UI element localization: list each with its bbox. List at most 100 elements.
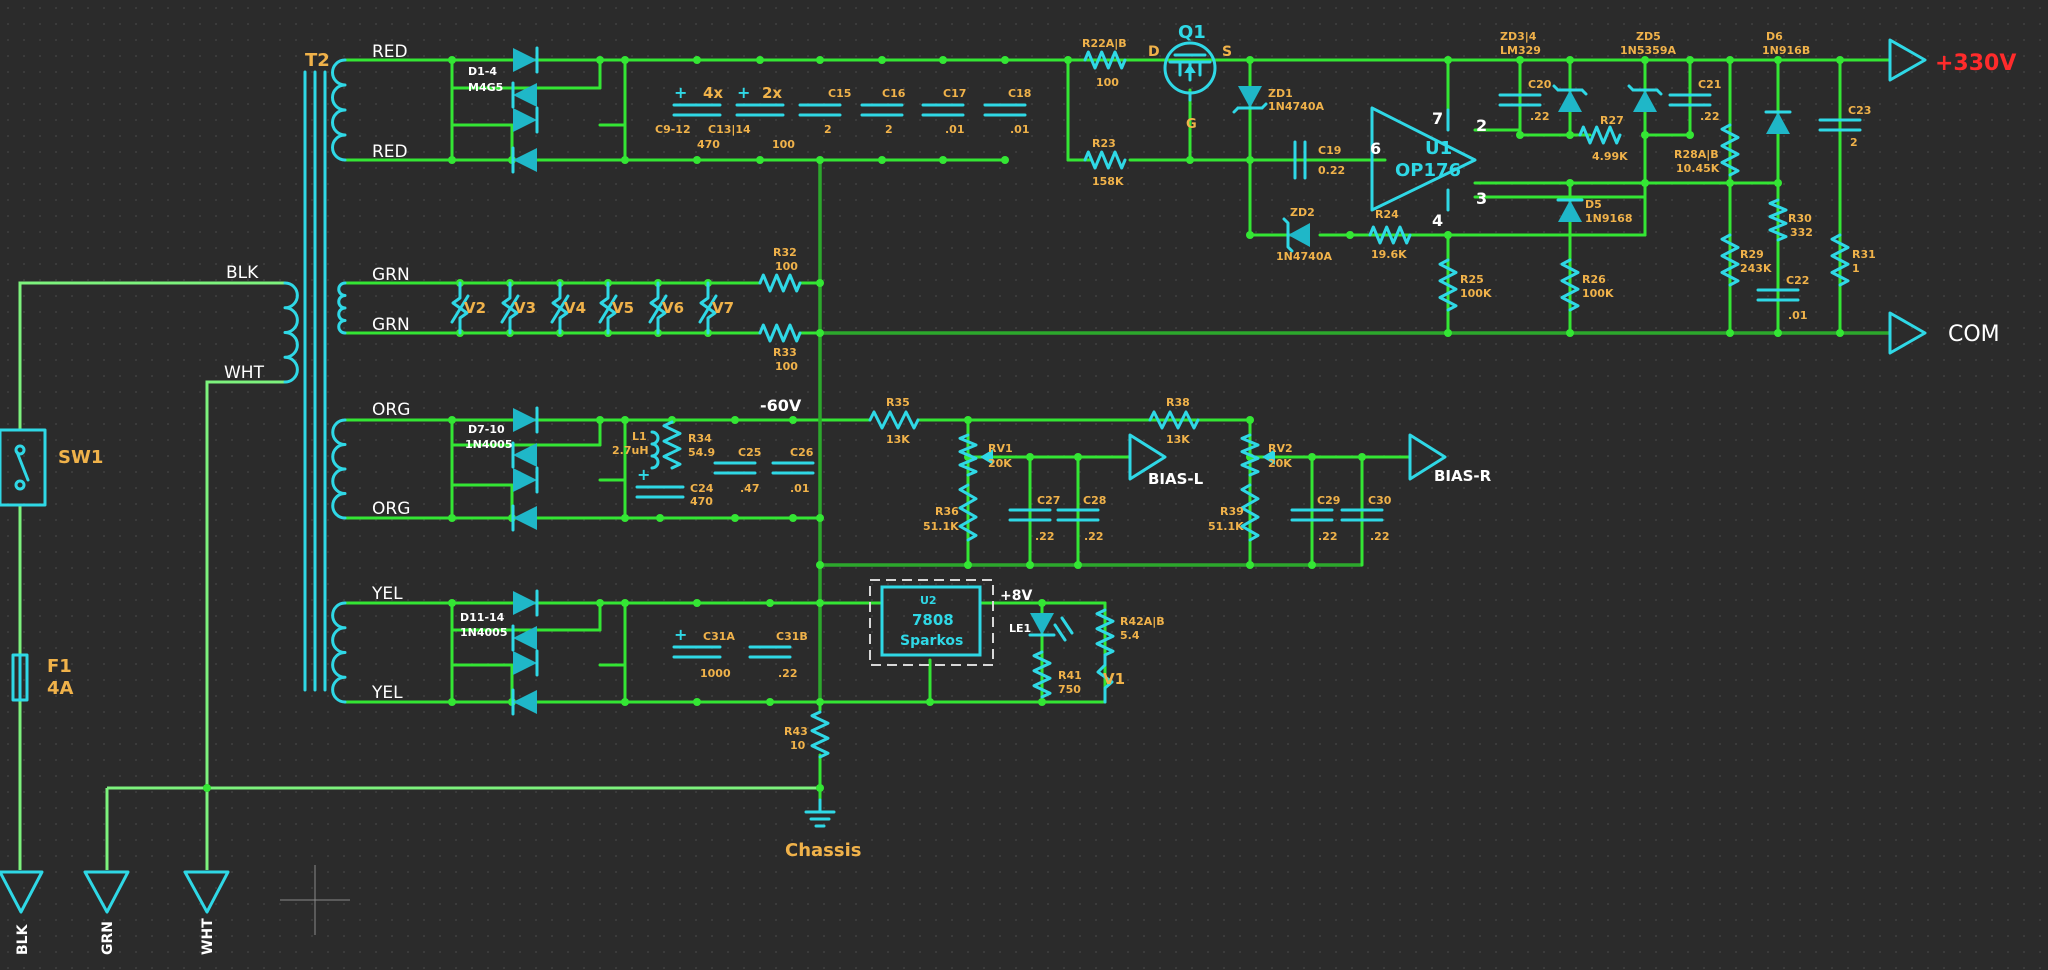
res-r43-val: 10: [790, 739, 806, 752]
svg-text:+: +: [674, 625, 687, 644]
cap-c9-12-ref: C9-12: [655, 123, 691, 136]
cap-c28-ref: C28: [1083, 494, 1106, 507]
varistor-v1-label: V1: [1103, 670, 1125, 688]
cap-c21-val: .22: [1700, 110, 1720, 123]
winding-grn-2: GRN: [372, 315, 410, 335]
cap-c15-val: 2: [824, 123, 832, 136]
cap-c9-12-val: 470: [697, 138, 720, 151]
bridge-d11-14-diode-b: [513, 626, 537, 650]
res-r31-val: 1: [1852, 262, 1860, 275]
res-r36: [958, 483, 978, 542]
res-r42-val: 5.4: [1120, 629, 1140, 642]
res-r25-val: 100K: [1460, 287, 1492, 300]
net-biasl: BIAS-L: [1148, 470, 1204, 488]
coil-red: [331, 58, 347, 162]
res-r24: [1368, 225, 1412, 245]
res-r39-val: 51.1K: [1208, 520, 1244, 533]
bridge-d11-14-diode-d: [513, 690, 537, 714]
res-r33: [758, 323, 802, 343]
zener-zd5: [1633, 90, 1657, 112]
res-r23-ref: R23: [1092, 137, 1116, 150]
winding-yel-1: YEL: [371, 584, 403, 604]
res-r25: [1438, 258, 1458, 312]
winding-yel-2: YEL: [371, 683, 403, 703]
cap-c19-val: 0.22: [1318, 164, 1345, 177]
res-r29-ref: R29: [1740, 248, 1764, 261]
winding-org-2: ORG: [372, 499, 410, 519]
diode-d6: [1766, 112, 1790, 134]
d11-14-ref: D11-14: [460, 611, 505, 624]
cap-c24-val: 470: [690, 495, 713, 508]
zd1-val: 1N4740A: [1268, 100, 1324, 113]
res-r25-ref: R25: [1460, 273, 1484, 286]
opamp-u1: [1370, 106, 1477, 212]
le1-ref: LE1: [1009, 622, 1031, 635]
winding-org-1: ORG: [372, 400, 410, 420]
discrete-diodes: [1028, 84, 1792, 642]
u2-val: 7808: [912, 611, 954, 629]
zd2-val: 1N4740A: [1276, 250, 1332, 263]
pot-rv2-ref: RV2: [1268, 442, 1293, 455]
bridge-d11-14-diode-a: [513, 591, 537, 615]
zd3-ref: ZD3|4: [1500, 30, 1537, 43]
res-r28: [1720, 123, 1740, 177]
d1-4-val: M4G5: [468, 81, 503, 94]
cap-c13-14-ref: C13|14: [708, 123, 751, 136]
bridge-d1-4-diode-b: [513, 83, 537, 107]
res-r42: [1095, 608, 1115, 657]
junction-dots: [203, 56, 1844, 792]
res-r30-val: 332: [1790, 226, 1813, 239]
cap-c23-val: 2: [1850, 136, 1858, 149]
res-r27-ref: R27: [1600, 114, 1624, 127]
bridge-d1-4-diode-d: [513, 148, 537, 172]
u2-ref: U2: [920, 594, 937, 607]
cap-c26-val: .01: [790, 482, 810, 495]
res-r30-ref: R30: [1788, 212, 1812, 225]
res-r33-val: 100: [775, 360, 798, 373]
res-r28-val: 10.45K: [1676, 162, 1720, 175]
res-r26-ref: R26: [1582, 273, 1606, 286]
u1-pin7: 7: [1432, 109, 1443, 128]
res-r34-ref: R34: [688, 432, 712, 445]
cap-c19-ref: C19: [1318, 144, 1341, 157]
cap-c24-ref: C24: [690, 482, 714, 495]
winding-grn-1: GRN: [372, 265, 410, 285]
res-r29-val: 243K: [1740, 262, 1772, 275]
res-r22-ref: R22A|B: [1082, 37, 1127, 50]
res-r23-val: 158K: [1092, 175, 1124, 188]
svg-text:+: +: [637, 465, 650, 484]
d7-10-ref: D7-10: [468, 423, 505, 436]
transformer-t2: [283, 58, 347, 704]
res-r28-ref: R28A|B: [1674, 148, 1719, 161]
res-r42-ref: R42A|B: [1120, 615, 1165, 628]
d11-14-val: 1N4005: [460, 626, 507, 639]
regulator-u2: [869, 579, 994, 666]
capacitors: +C9-12470+C13|14100C152C162C17.01C18.01C…: [635, 78, 1871, 680]
cap-c31b-ref: C31B: [776, 630, 808, 643]
varistor-v7-label: V7: [712, 299, 734, 317]
power-terminals: [0, 870, 230, 914]
bridge-d7-10-diode-b: [513, 443, 537, 467]
cap-c17-val: .01: [945, 123, 965, 136]
t2-ref: T2: [305, 50, 330, 71]
cap-c30-ref: C30: [1368, 494, 1392, 507]
cap-c25-ref: C25: [738, 446, 761, 459]
q1-ref: Q1: [1178, 22, 1206, 43]
resistors: R22A|B100R23158KR2419.6KR274.99KR32100R3…: [650, 37, 1876, 759]
res-r35-ref: R35: [886, 396, 910, 409]
net-neg60: -60V: [760, 396, 802, 415]
res-r35: [868, 410, 920, 430]
res-r38: [1148, 410, 1200, 430]
d1-4-ref: D1-4: [468, 65, 497, 78]
mosfet-q1: [1163, 41, 1217, 102]
pot-rv1-ref: RV1: [988, 442, 1013, 455]
cap-c22-val: .01: [1788, 309, 1808, 322]
terminal-grn: GRN: [100, 921, 116, 955]
sw1-ref: SW1: [58, 447, 103, 468]
u1-pin4: 4: [1432, 211, 1443, 230]
bridge-d7-10-diode-a: [513, 408, 537, 432]
svg-text:+: +: [737, 83, 750, 102]
cap-c20-val: .22: [1530, 110, 1550, 123]
res-r32-ref: R32: [773, 246, 797, 259]
cap-c25-val: .47: [740, 482, 760, 495]
